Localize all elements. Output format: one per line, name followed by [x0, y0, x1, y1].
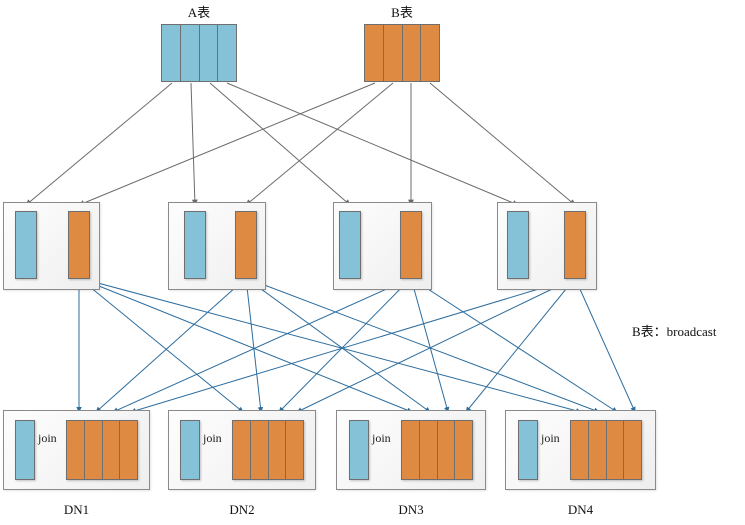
datanode-2-orange-segment — [268, 421, 287, 479]
b-table-segment — [402, 25, 422, 81]
middle-node-2-blue-bar — [184, 211, 206, 279]
b-table-segment — [421, 25, 439, 81]
datanode-2-orange-segment — [233, 421, 251, 479]
datanode-2-join-label: join — [203, 431, 222, 445]
datanode-2-orange-segment — [250, 421, 269, 479]
a-table-segment — [162, 25, 181, 81]
edges-broadcast-from-mid-4 — [130, 277, 636, 414]
datanode-3-orange-segment — [402, 421, 420, 479]
middle-node-1-blue-bar — [15, 211, 37, 279]
datanode-3-orange-segment — [455, 421, 472, 479]
edges-a-table-to-middle — [25, 82, 519, 206]
a-table-segment — [218, 25, 236, 81]
datanode-1-caption: DN1 — [63, 502, 90, 517]
a-table-segment — [180, 25, 200, 81]
datanode-4-join-label: join — [541, 431, 560, 445]
b-table-segment — [383, 25, 403, 81]
middle-node-3-orange-bar — [400, 211, 422, 279]
datanode-3-orange-strip — [401, 420, 473, 480]
middle-node-2-orange-bar — [235, 211, 257, 279]
datanode-4-orange-segment — [571, 421, 589, 479]
datanode-1-orange-segment — [84, 421, 103, 479]
datanode-2-orange-strip — [232, 420, 304, 480]
datanode-4-orange-strip — [570, 420, 642, 480]
datanode-3-blue-bar — [349, 420, 369, 480]
datanode-1-orange-segment — [67, 421, 85, 479]
datanode-3-orange-segment — [419, 421, 438, 479]
datanode-3-join-label: join — [372, 431, 391, 445]
datanode-3-orange-segment — [437, 421, 456, 479]
middle-node-1-orange-bar — [68, 211, 90, 279]
datanode-1-orange-segment — [102, 421, 121, 479]
middle-node-4-blue-bar — [507, 211, 529, 279]
broadcast-annotation: B表：broadcast — [632, 324, 717, 339]
edges-broadcast-from-mid-3 — [112, 277, 618, 413]
datanode-2-caption: DN2 — [229, 502, 255, 517]
datanode-1-blue-bar — [15, 420, 35, 480]
b-table-label: B表 — [391, 5, 413, 20]
datanode-4-blue-bar — [518, 420, 538, 480]
datanode-1-orange-strip — [66, 420, 138, 480]
datanode-2-blue-bar — [180, 420, 200, 480]
datanode-3-caption: DN3 — [398, 502, 424, 517]
middle-node-4-orange-bar — [564, 211, 586, 279]
b-table-segment — [365, 25, 384, 81]
a-table-label: A表 — [187, 5, 211, 20]
a-table — [161, 24, 237, 82]
edges-b-table-to-middle — [78, 82, 576, 206]
datanode-4-orange-segment — [606, 421, 625, 479]
datanode-4-orange-segment — [588, 421, 607, 479]
datanode-2-orange-segment — [286, 421, 303, 479]
datanode-4-orange-segment — [624, 421, 641, 479]
middle-node-3-blue-bar — [339, 211, 361, 279]
a-table-segment — [199, 25, 219, 81]
edges-broadcast-from-mid-2 — [95, 277, 600, 413]
datanode-1-join-label: join — [38, 431, 57, 445]
b-table — [364, 24, 440, 82]
datanode-4-caption: DN4 — [567, 502, 594, 517]
edges-broadcast-from-mid-1 — [76, 277, 582, 414]
datanode-1-orange-segment — [120, 421, 137, 479]
